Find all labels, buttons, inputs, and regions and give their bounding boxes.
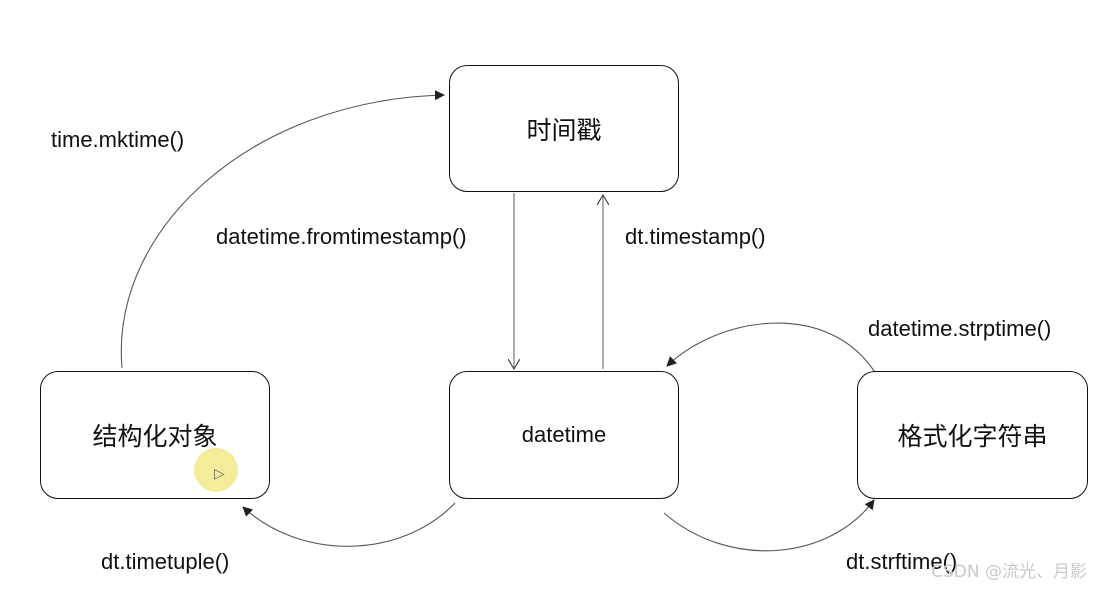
edge-timetuple (242, 502, 456, 547)
node-timestamp-label: 时间戳 (526, 115, 602, 145)
edge-strptime (666, 322, 877, 375)
node-struct-label: 结构化对象 (92, 422, 218, 451)
edge-strftime (663, 499, 875, 552)
edge-mktime (120, 90, 445, 369)
node-timestamp: 时间戳 (449, 65, 679, 192)
edge-label-fromtimestamp: datetime.fromtimestamp() (216, 224, 467, 249)
mouse-pointer-icon: ▷ (214, 466, 225, 482)
edge-label-timetuple: dt.timetuple() (101, 549, 230, 574)
node-datetime: datetime (449, 371, 679, 499)
node-datetime-label: datetime (521, 422, 607, 447)
edge-label-mktime: time.mktime() (51, 127, 185, 152)
watermark: CSDN @流光、月影 (931, 562, 1087, 582)
node-string-label: 格式化字符串 (897, 422, 1048, 451)
node-string: 格式化字符串 (857, 371, 1088, 499)
edge-label-timestamp: dt.timestamp() (625, 224, 766, 249)
edge-label-strftime: dt.strftime() (846, 549, 958, 574)
edge-label-strptime: datetime.strptime() (868, 316, 1052, 341)
cursor-highlight (194, 448, 238, 492)
